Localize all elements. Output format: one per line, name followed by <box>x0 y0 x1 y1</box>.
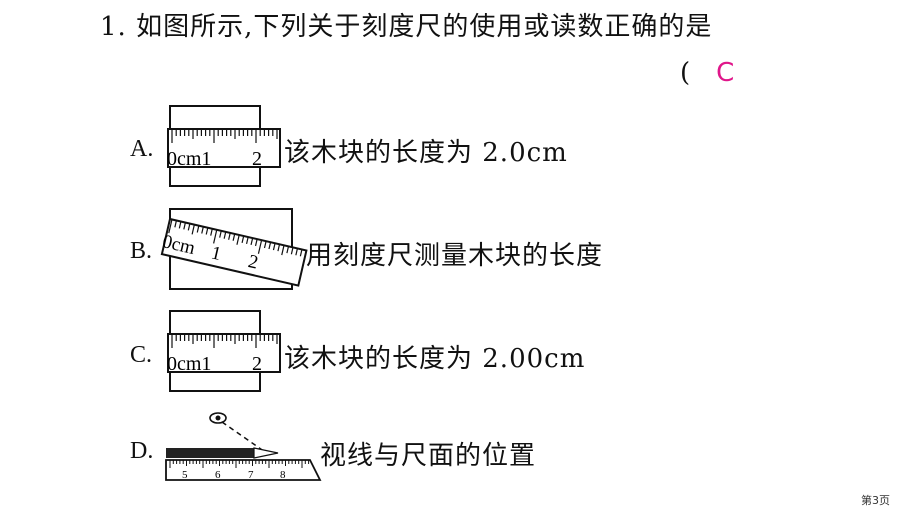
ruler-tick <box>191 224 195 235</box>
ruler-label-0cm1: 0cm1 <box>167 148 211 170</box>
ruler-label-7: 7 <box>248 469 254 481</box>
ruler-ticks <box>171 129 278 143</box>
ruler-tick <box>236 234 240 245</box>
answer-letter: C <box>716 58 735 88</box>
ruler-tick <box>187 223 191 231</box>
ruler-body <box>160 217 308 287</box>
ruler-tick <box>178 221 182 229</box>
ruler-tick <box>213 229 218 244</box>
ruler-tick <box>196 225 200 233</box>
ruler-tick <box>263 241 267 249</box>
measured-object <box>166 448 254 458</box>
ruler-ticks <box>168 219 303 257</box>
ruler-tick <box>272 243 276 251</box>
ruler-tick <box>223 231 227 239</box>
sight-line <box>221 421 269 455</box>
ruler-label-0cm1: 0cm1 <box>167 353 211 375</box>
ruler-label-8: 8 <box>280 469 286 481</box>
option-b-ruler-figure: 0cm 1 2 <box>160 208 308 290</box>
ruler-tick <box>210 228 213 236</box>
ruler-tick <box>268 242 272 250</box>
ruler-label-5: 5 <box>182 469 188 481</box>
ruler-body <box>167 333 281 373</box>
option-d-ruler-figure: 5 6 7 8 <box>165 412 322 481</box>
option-d-letter: D. <box>130 438 154 464</box>
ruler-tick <box>205 227 209 235</box>
ruler-tick <box>254 238 258 247</box>
option-a-text: 该木块的长度为 2.0cm <box>284 138 568 168</box>
ruler-tick <box>290 247 294 255</box>
page-number: 第3页 <box>861 494 890 507</box>
ruler-tick <box>174 220 178 228</box>
ruler-tick <box>168 219 173 234</box>
ruler-label-1: 1 <box>209 242 223 265</box>
answer: (C <box>680 58 734 88</box>
ruler-tick <box>277 244 281 252</box>
option-d-text: 视线与尺面的位置 <box>320 441 537 471</box>
option-a-ruler-figure: 0cm1 2 <box>167 105 281 187</box>
ruler-tick <box>295 248 299 256</box>
ruler-tick <box>232 233 236 241</box>
ruler-label-6: 6 <box>215 469 221 481</box>
question-text: 1. 如图所示,下列关于刻度尺的使用或读数正确的是 <box>100 12 713 42</box>
option-c-ruler-figure: 0cm1 2 <box>167 310 281 392</box>
ruler-tick <box>257 240 263 254</box>
ruler-ticks <box>171 334 278 348</box>
ruler-tick <box>183 222 186 230</box>
ruler-tick <box>201 226 204 234</box>
ruler-tick <box>286 246 290 254</box>
ruler-tick <box>281 245 285 256</box>
option-b-letter: B. <box>130 238 153 264</box>
option-c-letter: C. <box>130 342 153 368</box>
ruler-label-2: 2 <box>252 353 262 375</box>
eye-icon <box>209 412 227 424</box>
ruler-label-2: 2 <box>246 251 260 274</box>
option-b-text: 用刻度尺测量木块的长度 <box>306 241 604 271</box>
ruler-tick <box>299 249 303 257</box>
option-c-text: 该木块的长度为 2.00cm <box>284 344 586 374</box>
ruler-tick <box>245 236 249 244</box>
ruler-label-2: 2 <box>252 148 262 170</box>
ruler-tick <box>241 235 245 243</box>
ruler-ticks <box>169 460 310 468</box>
ruler-body <box>167 128 281 168</box>
ruler-tick <box>250 237 254 246</box>
ruler-tick <box>228 232 231 240</box>
option-a-letter: A. <box>130 136 154 162</box>
ruler-tick <box>219 230 222 238</box>
answer-bracket: ( <box>680 58 691 88</box>
